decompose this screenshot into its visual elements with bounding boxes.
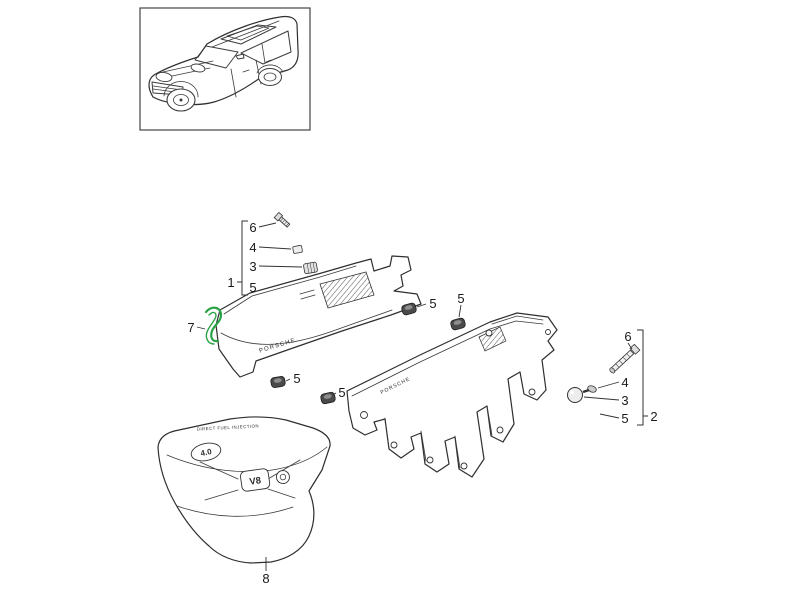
car-door-seam-1 [230, 68, 237, 98]
callout-right-5[interactable]: 5 [621, 411, 628, 426]
part-2-rear-engine-cover: PORSCHE [346, 312, 558, 478]
ball-stud-highlight [570, 390, 574, 394]
spacer-icon-left [292, 245, 303, 254]
part-2-holes [360, 329, 551, 470]
callout-grommet-b[interactable]: 5 [457, 291, 464, 306]
car-door-handle-1 [242, 69, 250, 73]
callout-left-6[interactable]: 6 [249, 220, 256, 235]
callout-part-1[interactable]: 1 [227, 275, 234, 290]
bracket-part-1 [237, 220, 248, 296]
car-door-handle-2 [265, 59, 272, 63]
vehicle-thumbnail [139, 7, 311, 131]
car-windshield [194, 45, 239, 69]
car-front-wheel-arch [163, 81, 199, 98]
callout-grommet-c[interactable]: 5 [293, 371, 300, 386]
part-8-upper-contour [166, 446, 328, 473]
part-2-outline [346, 312, 558, 478]
callout-part-7[interactable]: 7 [187, 320, 194, 335]
grommet-part-5-c [269, 375, 287, 389]
part-1-front-band [220, 309, 393, 345]
car-headlight-near [155, 71, 173, 83]
part-1-upper-engine-cover: PORSCHE [215, 255, 422, 378]
washer-icon-right [587, 385, 597, 393]
part-2-top-ridge [491, 315, 544, 325]
clip-outer [204, 306, 223, 343]
callout-leader-lines [196, 222, 633, 571]
porsche-crest-inner [279, 473, 287, 481]
car-sunroof-inner [226, 25, 270, 41]
car-hood-crease-1 [162, 60, 214, 73]
callout-left-3[interactable]: 3 [249, 259, 256, 274]
part-8-displacement-text: 4.0 [200, 447, 213, 458]
bolt-icon-left [273, 211, 291, 228]
car-mirror [235, 53, 245, 60]
callout-left-4[interactable]: 4 [249, 240, 256, 255]
part-1-vent-lines [299, 289, 316, 300]
part-1-top-edge [223, 265, 357, 315]
car-front-hub [179, 98, 183, 102]
clip-inner [205, 311, 217, 345]
car-illustration [148, 15, 299, 112]
bolt-icon-right [609, 343, 641, 374]
car-b-pillar [261, 43, 266, 64]
part-8-top-text: DIRECT FUEL INJECTION [197, 423, 259, 431]
callout-left-5[interactable]: 5 [249, 280, 256, 295]
ball-stud-stem [582, 388, 590, 394]
grommet-part-5-b [449, 316, 467, 332]
bracket-part-2 [637, 329, 648, 426]
part-8-lower-contour [176, 505, 294, 517]
part-2-hatch [478, 326, 507, 352]
part-7-clip-highlighted [204, 306, 223, 345]
car-roof-rail [211, 20, 280, 48]
callout-right-6[interactable]: 6 [624, 329, 631, 344]
part-1-outline [215, 255, 422, 378]
part-2-rail-inner [351, 320, 544, 397]
car-rear-wheel-arch [256, 64, 284, 74]
part-8-engine-text: V8 [249, 475, 262, 488]
part-8-engine-badge: V8 [240, 468, 290, 492]
callout-part-8[interactable]: 8 [262, 571, 269, 586]
part-2-finger-lines [384, 405, 493, 469]
car-headlight-far [190, 63, 206, 73]
porsche-crest-icon [275, 470, 290, 485]
callout-grommet-d[interactable]: 5 [338, 385, 345, 400]
callout-right-4[interactable]: 4 [621, 375, 628, 390]
callout-right-3[interactable]: 3 [621, 393, 628, 408]
grommet-part-5-d [319, 391, 337, 405]
part-8-center-ridges [199, 459, 301, 501]
part-1-grille-hatch [319, 271, 375, 309]
car-rear-rim [263, 72, 277, 82]
ball-stud-icon [567, 387, 583, 403]
part-8-v8-engine-cover: DIRECT FUEL INJECTION 4.0 V8 [157, 416, 331, 564]
bushing-icon-left [303, 261, 318, 275]
callout-grommet-a[interactable]: 5 [429, 296, 436, 311]
part-8-displacement-badge: 4.0 [190, 442, 222, 462]
callout-part-2[interactable]: 2 [650, 409, 657, 424]
